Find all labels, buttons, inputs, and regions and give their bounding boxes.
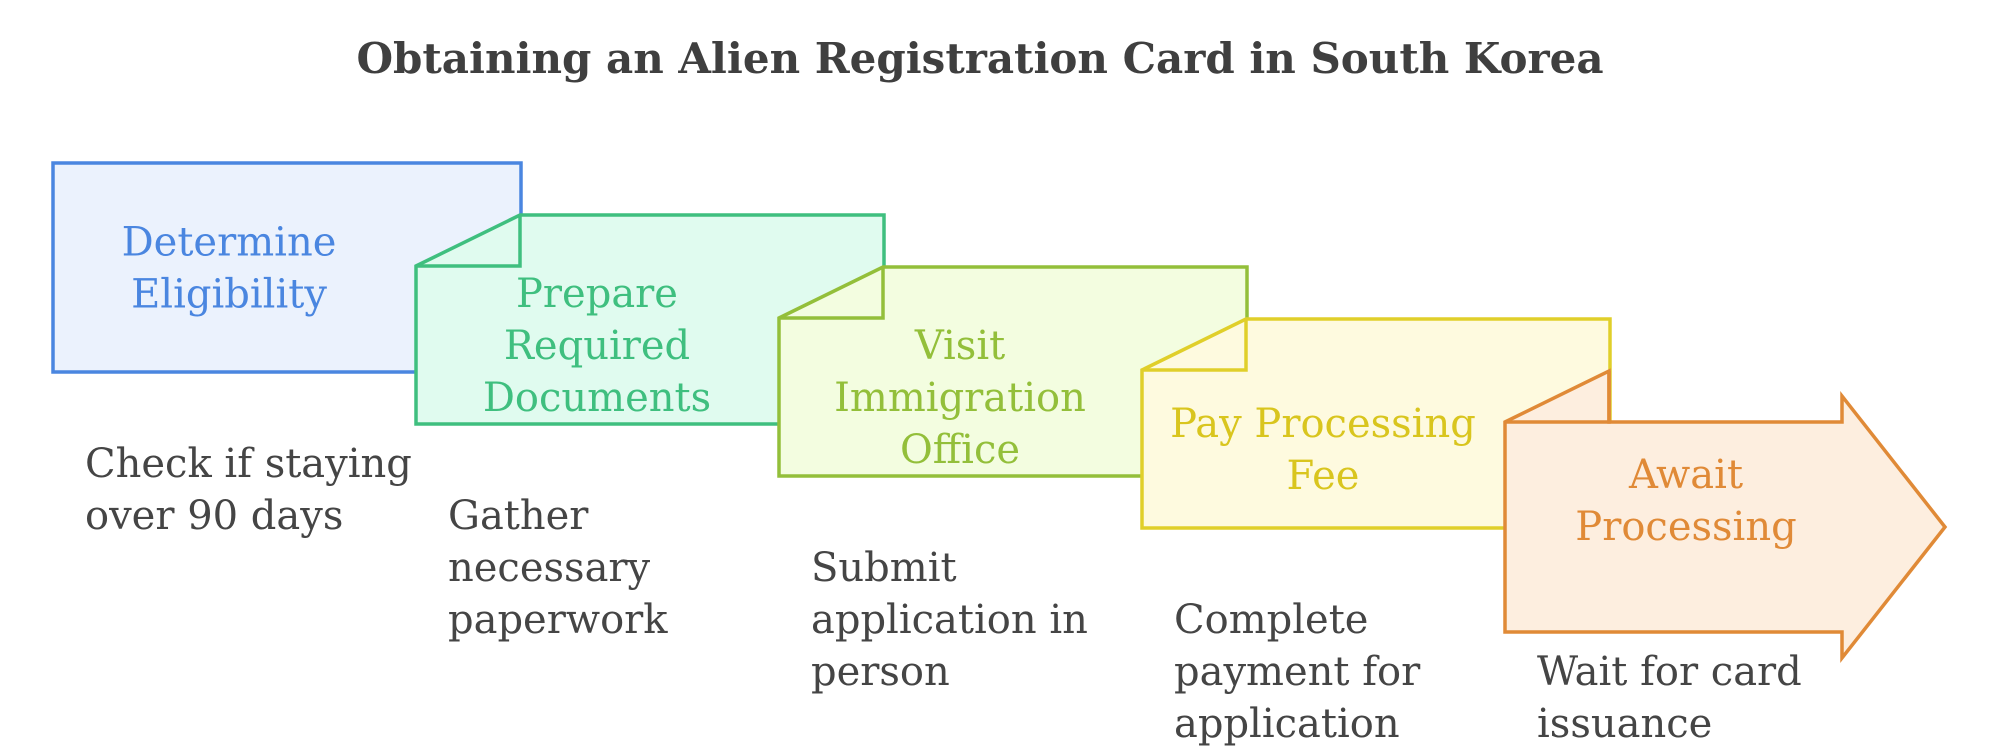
step-description-line: application xyxy=(1174,701,1400,747)
step-description: Gather necessary paperwork xyxy=(448,493,668,643)
step-description-line: necessary xyxy=(448,545,651,591)
step-label-line: Eligibility xyxy=(131,272,327,318)
step-description-line: payment for xyxy=(1174,649,1421,695)
step-description: Check if staying over 90 days xyxy=(85,441,412,539)
step-label-line: Processing xyxy=(1575,504,1796,550)
step-description-line: Check if staying xyxy=(85,441,412,487)
step-description-line: person xyxy=(811,649,950,695)
step-description-line: over 90 days xyxy=(85,493,343,539)
step-fold xyxy=(416,215,522,268)
step-label-line: Required xyxy=(504,323,690,369)
step-fold xyxy=(1142,319,1248,372)
step-description: Wait for card issuance xyxy=(1537,649,1802,747)
step-label-line: Visit xyxy=(914,323,1005,369)
step-label-line: Documents xyxy=(483,375,711,421)
step-description: Submit application in person xyxy=(811,545,1088,695)
step-description-line: Submit xyxy=(811,545,957,591)
step-label-line: Pay Processing xyxy=(1170,401,1476,447)
step-fold xyxy=(779,267,885,320)
step-label-line: Office xyxy=(900,427,1020,473)
diagram-title: Obtaining an Alien Registration Card in … xyxy=(356,34,1603,83)
step-description-line: Wait for card xyxy=(1537,649,1802,695)
step-description-line: Gather xyxy=(448,493,589,539)
step-description-line: Complete xyxy=(1174,597,1368,643)
step-label-line: Fee xyxy=(1287,453,1360,499)
step-fold xyxy=(1505,371,1611,424)
step-label-line: Immigration xyxy=(834,375,1086,421)
step-description-line: application in xyxy=(811,597,1088,643)
step-description: Complete payment for application xyxy=(1174,597,1421,747)
step-label-line: Prepare xyxy=(516,271,678,317)
step-label-line: Determine xyxy=(122,220,337,266)
step-label-line: Await xyxy=(1628,452,1743,498)
step-description-line: paperwork xyxy=(448,597,668,643)
step-description-line: issuance xyxy=(1537,701,1712,747)
